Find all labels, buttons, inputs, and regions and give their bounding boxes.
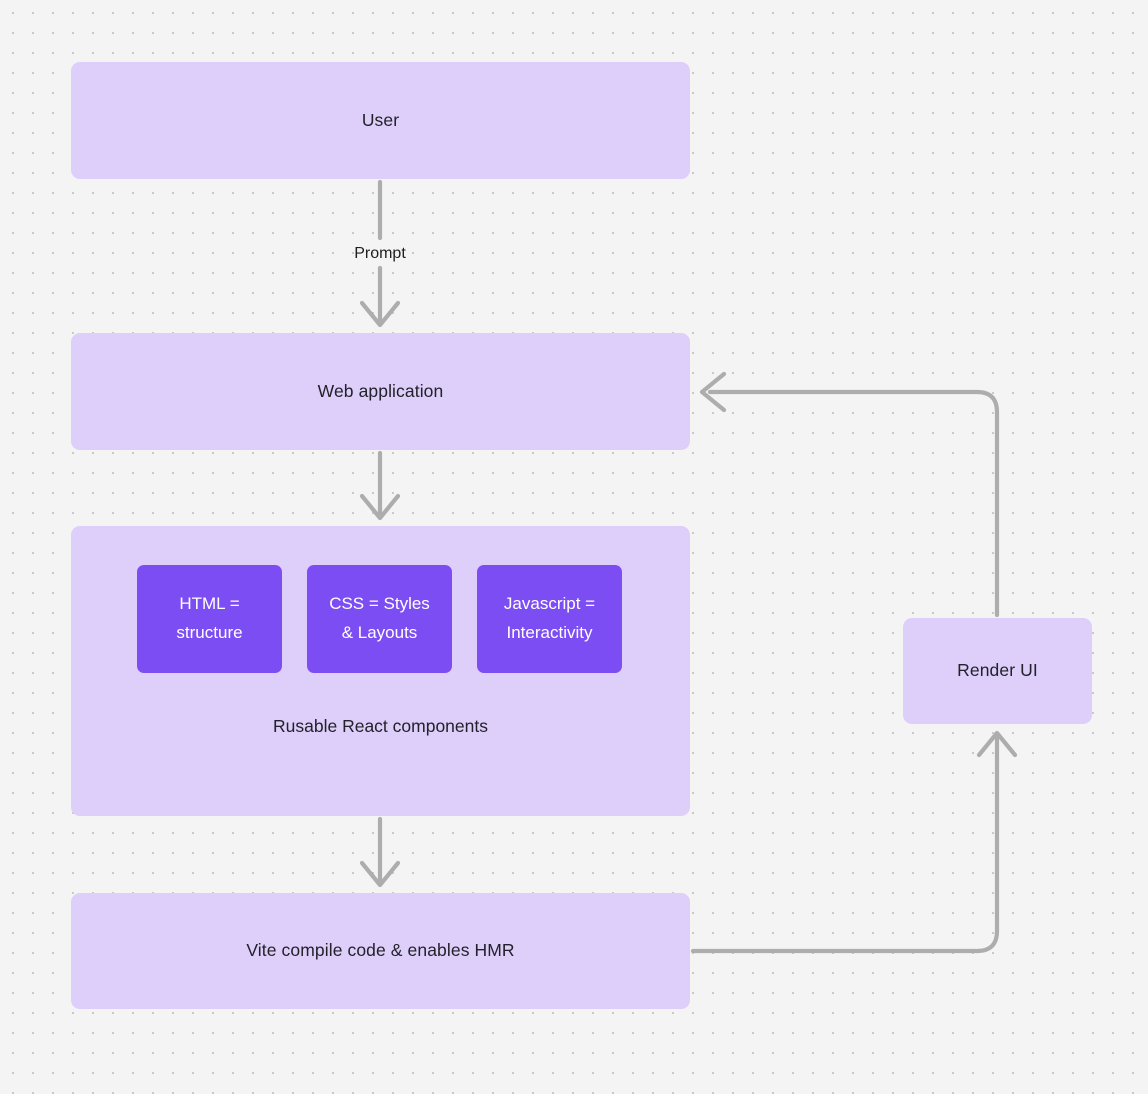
edge-vite-to-render xyxy=(690,730,1018,954)
node-render-ui-label: Render UI xyxy=(957,660,1038,681)
edge-render-to-webapp xyxy=(699,371,1000,618)
node-react-components[interactable]: HTML = structure CSS = Styles & Layouts … xyxy=(71,526,690,816)
chip-html[interactable]: HTML = structure xyxy=(137,565,282,673)
edge-label-prompt: Prompt xyxy=(354,245,406,262)
node-web-application[interactable]: Web application xyxy=(71,333,690,450)
chip-html-label: HTML = structure xyxy=(176,594,243,642)
node-user[interactable]: User xyxy=(71,62,690,179)
edge-components-to-vite xyxy=(359,816,401,888)
node-web-application-label: Web application xyxy=(317,380,444,401)
node-vite[interactable]: Vite compile code & enables HMR xyxy=(71,893,690,1009)
chip-css-label: CSS = Styles & Layouts xyxy=(329,594,430,642)
node-render-ui[interactable]: Render UI xyxy=(903,618,1092,724)
edge-webapp-to-components xyxy=(359,450,401,521)
chip-css[interactable]: CSS = Styles & Layouts xyxy=(307,565,452,673)
chip-javascript-label: Javascript = Interactivity xyxy=(503,594,596,642)
node-user-label: User xyxy=(361,109,400,130)
chip-javascript[interactable]: Javascript = Interactivity xyxy=(477,565,622,673)
node-vite-label: Vite compile code & enables HMR xyxy=(246,940,515,961)
node-react-components-caption: Rusable React components xyxy=(273,716,488,736)
